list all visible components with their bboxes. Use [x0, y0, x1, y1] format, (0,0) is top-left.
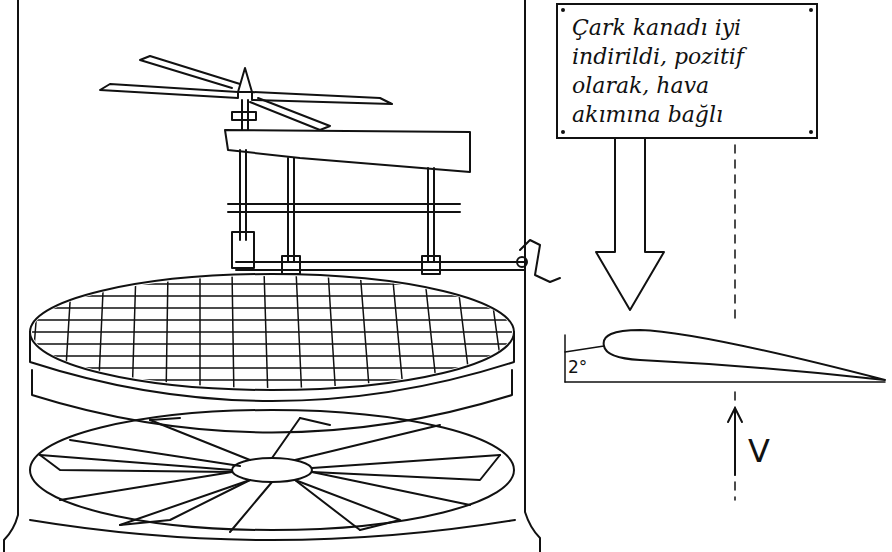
- velocity-label: V: [748, 432, 770, 470]
- airfoil: [565, 330, 885, 382]
- callout-box: Çark kanadı iyi indirildi, pozitif olara…: [556, 3, 818, 139]
- corner-dot: [809, 8, 813, 12]
- corner-dot: [561, 130, 565, 134]
- rotor-model: [100, 56, 560, 282]
- angle-label: 2°: [568, 357, 587, 377]
- callout-arrow: [596, 128, 664, 310]
- corner-dot: [809, 130, 813, 134]
- flow-straightener-grid: [20, 270, 530, 433]
- tunnel-wall: [4, 0, 18, 552]
- velocity-arrow: [728, 408, 742, 475]
- callout-text: Çark kanadı iyi indirildi, pozitif olara…: [572, 13, 802, 129]
- fan: [30, 410, 515, 540]
- corner-dot: [561, 8, 565, 12]
